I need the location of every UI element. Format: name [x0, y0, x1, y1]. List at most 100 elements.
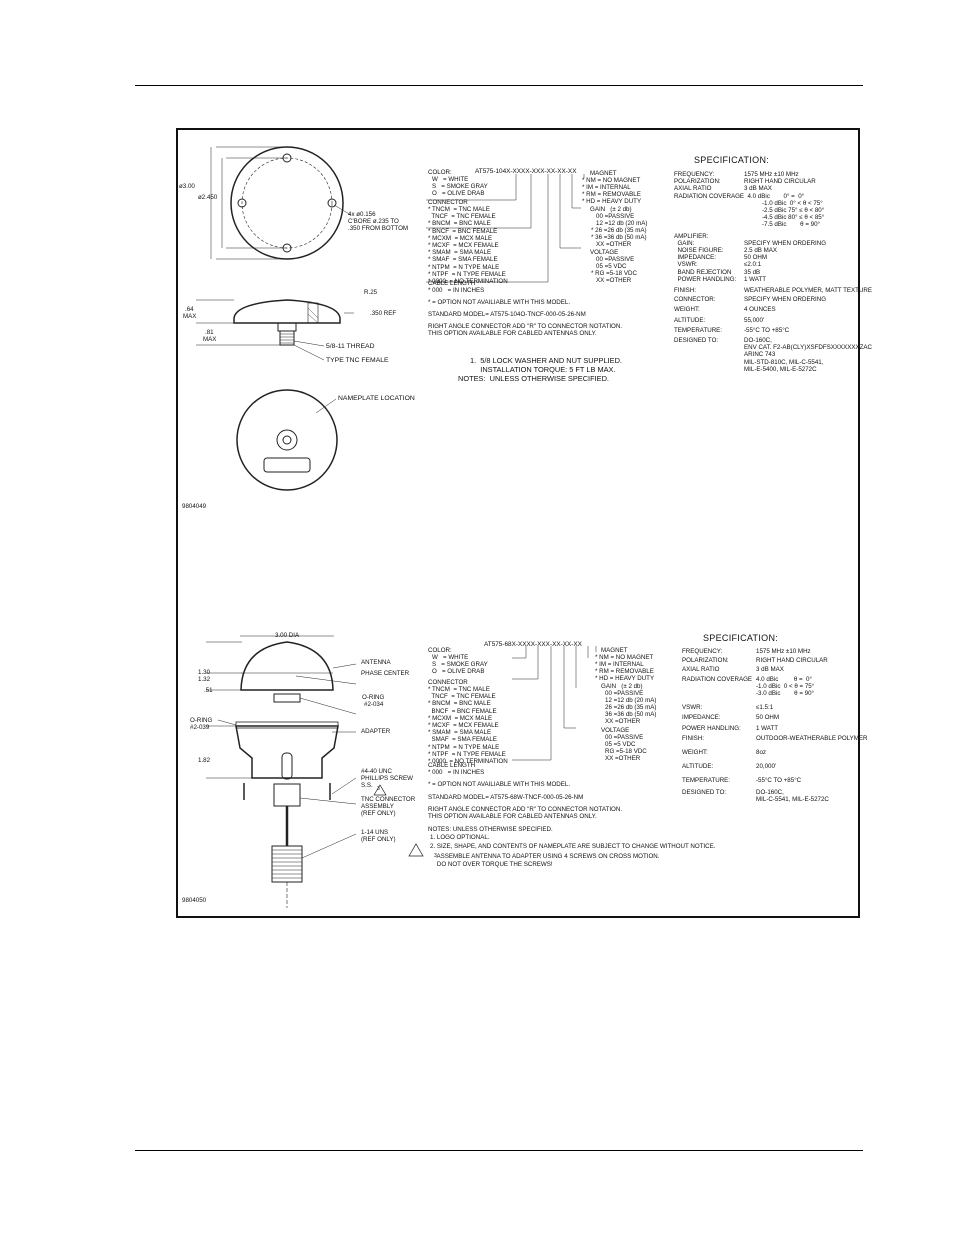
p2-spec-val: RIGHT HAND CIRCULAR — [756, 657, 828, 665]
p1-connector-opt: * TNCM = TNC MALE — [428, 206, 490, 213]
p1-color-opt: S = SMOKE GRAY — [432, 183, 488, 190]
p2-right-angle-note: RIGHT ANGLE CONNECTOR ADD "R" TO CONNECT… — [428, 806, 623, 813]
p1-spec-key: CONNECTOR: — [674, 296, 716, 304]
p2-dim-antenna: ANTENNA — [361, 659, 391, 666]
p1-spec-key: VSWR: — [674, 261, 698, 269]
p2-voltage-title: VOLTAGE — [601, 727, 630, 734]
antenna-side-view — [233, 299, 341, 324]
p1-spec-title: SPECIFICATION: — [694, 155, 770, 165]
p1-connector-opt: * BNCF = BNC FEMALE — [428, 227, 498, 235]
mount-hole — [237, 198, 247, 208]
p2-magnet-opt: * HD = HEAVY DUTY — [595, 675, 655, 682]
p1-connector-opt: * MCXF = MCX FEMALE — [428, 242, 499, 250]
p2-spec-key: VSWR: — [682, 704, 703, 712]
p2-dim-h2: .51 — [204, 687, 213, 694]
p1-magnet-opt: * HD = HEAVY DUTY — [582, 198, 642, 205]
p1-color-opt: W = WHITE — [432, 176, 469, 183]
p1-connector-opt: * BNCM = BNC MALE — [428, 220, 491, 228]
p2-right-angle-note: THIS OPTION AVAILABLE FOR CABLED ANTENNA… — [428, 813, 597, 820]
p2-note: 2. SIZE, SHAPE, AND CONTENTS OF NAMEPLAT… — [430, 843, 716, 850]
p1-spec-row: GAIN:SPECIFY WHEN ORDERING — [674, 240, 860, 247]
p1-right-angle-note: RIGHT ANGLE CONNECTOR ADD "R" TO CONNECT… — [428, 323, 623, 330]
p2-spec-val: 8oz — [756, 749, 766, 757]
p1-spec-row: POLARIZATION:RIGHT HAND CIRCULAR — [674, 178, 860, 185]
p1-connector-opt: TNCF = TNC FEMALE — [428, 213, 496, 221]
p1-voltage-title: VOLTAGE — [590, 249, 619, 256]
p1-spec-val: MIL-E-5400, MIL-E-5272C — [744, 365, 817, 373]
p1-spec-val: ENV CAT. F2-AB(CLY)XSFDFSXXXXXXXZAC — [744, 344, 873, 352]
p1-connector-opt: * SMAM = SMA MALE — [428, 249, 492, 257]
p1-cable-opt: * 000 = IN INCHES — [428, 287, 485, 294]
p1-spec-row: NOISE FIGURE:2.5 dB MAX — [674, 247, 860, 254]
p1-spec-key: FREQUENCY: — [674, 171, 715, 178]
p2-magnet-opt: * NM = NO MAGNET — [595, 654, 654, 661]
p2-spec-val: MIL-C-5541, MIL-E-5272C — [756, 795, 829, 803]
p1-spec-val: 55,000' — [744, 316, 765, 324]
p1-magnet-opt: * NM = NO MAGNET — [582, 177, 641, 184]
p2-color-opt: S = SMOKE GRAY — [432, 661, 488, 668]
p1-drawing-number: 9804049 — [182, 503, 207, 510]
p1-spec-row: ALTITUDE: 55,000' — [674, 317, 860, 324]
adapter-body — [235, 725, 339, 779]
p2-part-code: AT575-68X-XXXX-XXX-XX-XX-XX — [484, 641, 582, 648]
p1-dim-dia-bolt: ø2.450 — [198, 194, 218, 201]
p1-connector-opt: * SMAF = SMA FEMALE — [428, 256, 498, 264]
p1-spec-row: -1.0 dBic 0° < θ < 75° — [674, 200, 860, 207]
p2-connector-opt: * NTPF = N TYPE FEMALE — [428, 750, 506, 758]
p2-spec-row: TEMPERATURE:-55°C TO +85°C — [682, 777, 858, 784]
p1-spec-val: MIL-STD-810C, MIL-C-5541, — [744, 358, 824, 366]
p1-magnet-opt: * IM = INTERNAL — [582, 184, 631, 191]
p1-spec-row: MIL-E-5400, MIL-E-5272C — [674, 366, 860, 373]
p1-voltage-opt: 05 =5 VDC — [596, 263, 627, 270]
p2-spec-key: DESIGNED TO: — [682, 788, 727, 796]
p2-gain-opt: 26 =26 db (35 mA) — [605, 704, 657, 711]
p2-note: DO NOT OVER TORQUE THE SCREWS! — [430, 861, 553, 868]
p2-dim-screw: PHILLIPS SCREW — [361, 775, 413, 782]
p1-dim-holes-1: 4x ø0.156 — [348, 211, 376, 218]
p2-spec-key: IMPEDANCE: — [682, 714, 721, 722]
p1-spec-row: TEMPERATURE:-55°C TO +85°C — [674, 327, 860, 334]
p1-dim-height-1: .64 — [185, 306, 194, 313]
p1-dim-connector: TYPE TNC FEMALE — [326, 357, 389, 364]
p2-gain-opt: XX =OTHER — [605, 718, 641, 725]
p1-connector-list: * TNCM = TNC MALE TNCF = TNC FEMALE * BN… — [428, 206, 508, 285]
p2-dim-uns: (REF ONLY) — [361, 836, 396, 843]
p2-connector-opt: * TNCM = TNC MALE — [428, 686, 490, 693]
p1-color-title: COLOR: — [428, 169, 452, 176]
drawing-frame — [176, 128, 860, 918]
p1-gain-opt: * 36 =36 db (50 mA) — [591, 234, 647, 241]
p2-dim-h3: 1.82 — [198, 757, 211, 764]
p2-dim-oring-left: #2-039 — [190, 724, 210, 731]
p1-spec-val: DO-160C, — [744, 337, 772, 345]
p2-option-note: * = OPTION NOT AVAILIABLE WITH THIS MODE… — [428, 781, 571, 788]
header-rule — [135, 85, 863, 86]
p2-spec-key: AXIAL RATIO — [682, 666, 720, 674]
p1-spec-val: 1575 MHz ±10 MHz — [744, 171, 799, 178]
p2-dim-tnc: (REF ONLY) — [361, 810, 396, 817]
p2-spec-row: FINISH:OUTDOOR-WEATHERABLE POLYMER — [682, 735, 868, 742]
p2-note: 1. LOGO OPTIONAL. — [430, 834, 490, 841]
mount-hole — [327, 198, 337, 208]
p1-voltage-opt: 00 =PASSIVE — [596, 256, 635, 263]
p1-spec-key: BAND REJECTION — [674, 268, 732, 276]
p1-spec-row: FREQUENCY: 1575 MHz ±10 MHz — [674, 171, 860, 178]
tnc-connector — [273, 783, 301, 807]
p2-dim-h1: 1.30 — [198, 669, 211, 676]
p1-spec-key: AMPLIFIER: — [674, 232, 709, 240]
p1-dim-thread-height-2: MAX — [203, 336, 217, 343]
p1-dim-thread: 5/8-11 THREAD — [326, 343, 375, 350]
p2-dim-h1: 1.32 — [198, 676, 211, 683]
p2-gain-opt: 36 =36 db (50 mA) — [605, 711, 657, 718]
p1-spec-key: ALTITUDE: — [674, 316, 706, 324]
p1-connector-opt: * NTPM = N TYPE MALE — [428, 263, 500, 271]
p2-spec-val: -3.0 dBic θ = 90° — [756, 690, 815, 698]
p1-spec-table: FREQUENCY: 1575 MHz ±10 MHz POLARIZATION:… — [674, 171, 872, 373]
p1-connector-opt: * NTPF = N TYPE FEMALE — [428, 270, 506, 278]
p2-spec-key: FREQUENCY: — [682, 648, 723, 655]
p2-voltage-opt: XX =OTHER — [605, 755, 641, 762]
p1-spec-key: AXIAL RATIO — [674, 185, 712, 193]
p2-connector-opt: * MCXM = MCX MALE — [428, 714, 493, 722]
